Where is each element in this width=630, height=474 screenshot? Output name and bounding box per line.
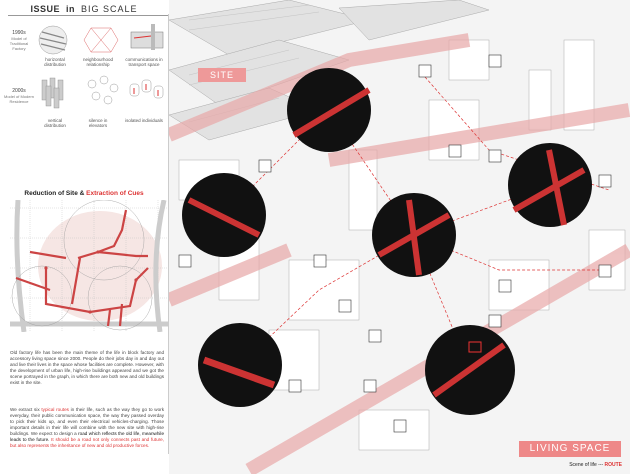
scene-circle-3	[372, 193, 456, 277]
label-horizontal: horizontal distribution	[44, 57, 66, 67]
scene-circles	[182, 68, 592, 415]
scene-circle-5	[198, 323, 282, 407]
neighbourhood-icon	[83, 27, 119, 53]
living-space-label: LIVING SPACE	[519, 441, 621, 457]
intro-paragraph: Old factory life has been the main theme…	[10, 350, 164, 385]
isolated-individuals-icon	[129, 79, 164, 99]
page-title: ISSUE in BIG SCALE	[30, 4, 138, 14]
scene-circle-2	[287, 68, 371, 152]
label-elevators: silence in elevators	[88, 118, 108, 128]
reduction-title: Reduction of Site & Extraction of Cues	[24, 190, 144, 197]
label-isolated: isolated individuals	[125, 118, 163, 123]
site-reduction-map	[10, 200, 168, 332]
site-label: SITE	[198, 68, 246, 82]
title-rule	[8, 15, 168, 16]
scene-circle-1	[182, 173, 266, 257]
vertical-distribution-icon	[41, 77, 64, 109]
elevator-icon	[87, 75, 119, 105]
routes-paragraph: We extract six typical routes in their l…	[10, 407, 165, 448]
issue-diagrams	[38, 24, 164, 109]
horizontal-distribution-icon	[38, 25, 68, 55]
label-transport: communications in transport space	[125, 57, 163, 67]
label-vertical: vertical distribution	[44, 118, 66, 128]
label-neighbourhood: neighbourhood relationship	[82, 57, 114, 67]
scene-circle-6	[425, 325, 515, 415]
route-icon-markers	[178, 54, 612, 433]
factory-roofs	[169, 0, 490, 141]
panel-divider	[168, 14, 169, 454]
drawing-caption: Scene of life --- ROUTE	[569, 462, 622, 468]
transport-space-icon	[130, 24, 164, 50]
scene-circle-4	[508, 143, 592, 227]
